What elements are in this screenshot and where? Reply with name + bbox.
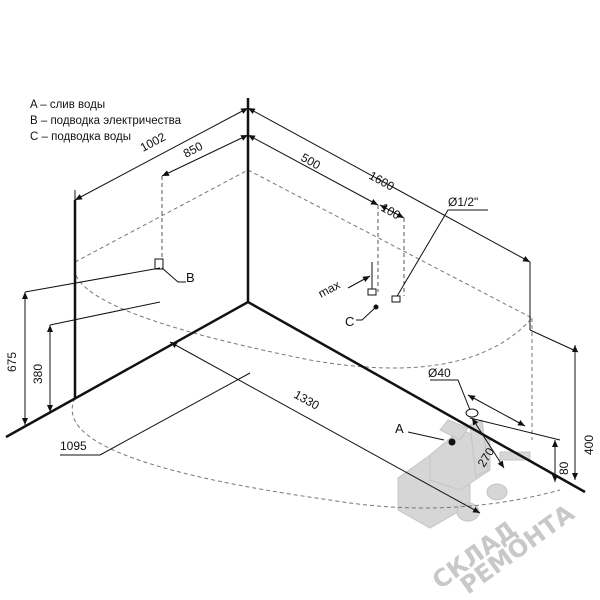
dim-label-80: 80 [557,461,571,475]
marker-b [154,258,186,283]
dim-80 [469,417,561,482]
marker-c [356,304,379,321]
dim-label-500: 500 [299,150,324,172]
dim-1600 [247,107,531,330]
dim-380 [47,301,161,412]
drain-a [407,379,526,446]
label-b: B [186,270,195,285]
dim-100 [379,204,405,296]
label-c: C [345,314,354,329]
dim-label-max: max [316,278,343,301]
dim-label-380: 380 [31,364,45,384]
dim-270 [471,417,505,469]
dim-1002 [74,107,249,201]
watermark: СКЛАД РЕМОНТА [397,419,580,600]
dim-850 [161,134,249,268]
dim-label-thread: Ø1/2" [448,195,478,209]
walls [5,98,586,494]
thread-leader [395,209,488,299]
dim-label-400: 400 [582,435,596,455]
dim-label-1002: 1002 [138,130,168,155]
dim-1330 [169,341,481,514]
dim-label-1600: 1600 [367,168,397,193]
dim-675 [22,267,161,425]
dim-label-d40: Ø40 [428,366,451,380]
label-a: A [395,421,404,436]
dim-1095 [60,372,251,456]
dim-label-100: 100 [379,200,404,222]
water-inlets [347,262,401,303]
dim-400 [529,329,579,480]
dim-label-1330: 1330 [292,387,322,412]
dim-label-675: 675 [5,352,19,372]
forklift-icon [397,419,531,529]
dim-label-1095: 1095 [60,439,87,453]
